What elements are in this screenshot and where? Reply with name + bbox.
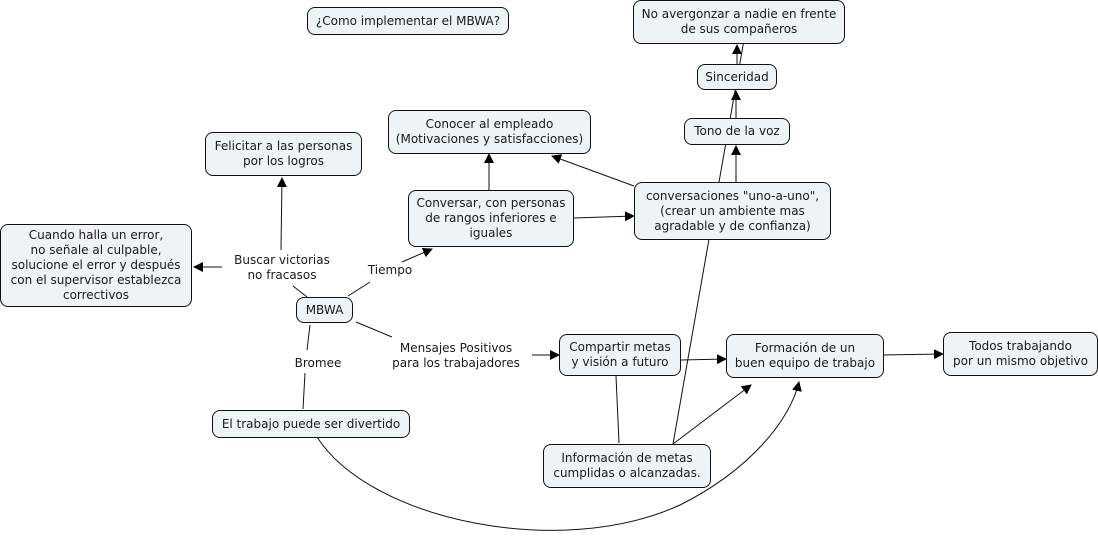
edge-compartir-informacion [615, 375, 620, 444]
node-divertido[interactable]: El trabajo puede ser divertido [212, 410, 410, 438]
edge-uno-conocer [551, 154, 635, 187]
node-formacion[interactable]: Formación de un buen equipo de trabajo [726, 334, 884, 378]
edge-root-tiempo [347, 281, 371, 297]
edge-divertido-formacion [316, 381, 802, 531]
edge-root-buscar [292, 285, 308, 298]
edge-formacion-todos [883, 349, 944, 360]
node-cuando-error[interactable]: Cuando halla un error, no señale al culp… [0, 224, 192, 307]
edge-compartir-formacion [680, 354, 727, 365]
node-uno-a-uno[interactable]: conversaciones "uno-a-uno", (crear un am… [634, 182, 831, 240]
node-mbwa[interactable]: MBWA [296, 297, 353, 323]
title-node[interactable]: ¿Como implementar el MBWA? [307, 7, 509, 35]
edge-root-bromee [306, 324, 311, 351]
node-compartir[interactable]: Compartir metas y visión a futuro [559, 334, 681, 376]
link-mensajes-positivos: Mensajes Positivos para los trabajadores [380, 341, 532, 371]
link-buscar-victorias: Buscar victorias no fracasos [224, 253, 340, 283]
node-sinceridad[interactable]: Sinceridad [697, 64, 777, 90]
edge-informacion-formacion [672, 384, 752, 445]
link-tiempo: Tiempo [362, 263, 418, 278]
node-todos[interactable]: Todos trabajando por un mismo objetivo [943, 332, 1098, 376]
node-felicitar[interactable]: Felicitar a las personas por los logros [205, 132, 362, 176]
edge-buscar-felicitar [276, 177, 287, 251]
node-informacion[interactable]: Información de metas cumplidas o alcanza… [543, 444, 711, 488]
node-tono-voz[interactable]: Tono de la voz [684, 118, 790, 145]
edge-conversar-uno [573, 211, 635, 222]
edge-tiempo-conversar [401, 247, 433, 263]
node-conocer-empleado[interactable]: Conocer al empleado (Motivaciones y sati… [388, 110, 591, 154]
edge-bromee-divertido [302, 372, 306, 410]
node-no-avergonzar[interactable]: No avergonzar a nadie en frente de sus c… [633, 0, 845, 44]
link-bromee: Bromee [286, 356, 350, 371]
edge-root-mensajes [355, 321, 393, 338]
node-conversar[interactable]: Conversar, con personas de rangos inferi… [408, 190, 574, 247]
